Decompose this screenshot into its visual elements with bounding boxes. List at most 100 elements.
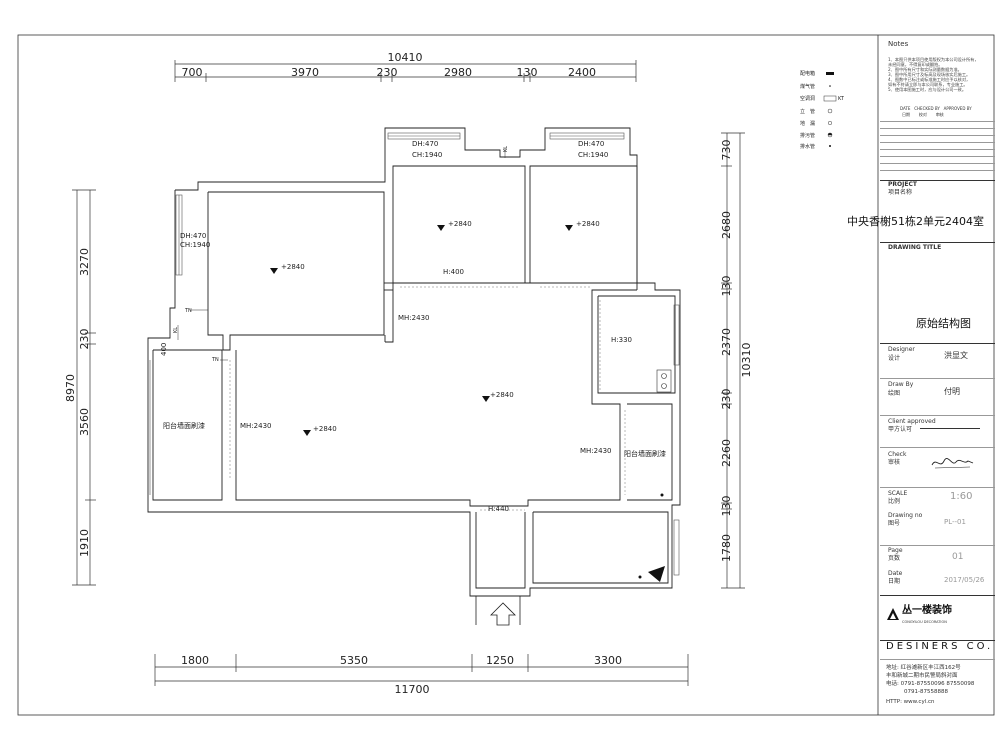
company-logo-text: 丛一楼装饰 (902, 605, 952, 616)
approval-checked-cn: 校对 (918, 112, 927, 117)
address-line-1: 地址: 红谷滩新区丰江西162号 (886, 665, 961, 671)
pipe-tag-kl-1: KL (173, 327, 179, 333)
right-dimensions (721, 132, 745, 589)
door-height-3: MH:2430 (580, 447, 611, 455)
left-dimensions (72, 189, 96, 586)
note-line: 未经同意，不得复印或翻拍。 (888, 62, 943, 67)
date-value: 2017/05/26 (944, 576, 985, 584)
pipe-tags (177, 148, 506, 361)
legend-label: 立 管 (800, 108, 815, 115)
top-dimensions (174, 60, 637, 82)
company-logo-icon (887, 608, 899, 620)
website: HTTP: www.cyl.cn (886, 699, 935, 705)
bottom-dim-1: 1800 (181, 654, 209, 667)
window-top1-ch: CH:1940 (412, 151, 442, 159)
balcony-left-label: 阳台墙面刷漆 (163, 421, 205, 430)
right-dim-3: 130 (720, 276, 733, 297)
window-top2-dh: DH:470 (578, 140, 604, 148)
door-height-2: MH:2430 (240, 422, 271, 430)
riser-pipe-icon (827, 108, 833, 114)
legend-label: 排污管 (800, 132, 815, 139)
right-dim-4: 2370 (720, 328, 733, 356)
legend-label: 配电箱 (800, 70, 815, 77)
note-line: 如有不符请立即与本公司联系，专业施工。 (888, 82, 968, 87)
drawing-no-label-cn: 图号 (888, 520, 901, 527)
left-dim-3: 3560 (78, 408, 91, 436)
left-dim-4: 1910 (78, 529, 91, 557)
right-dim-1: 730 (720, 140, 733, 161)
note-line: 3、图中所用尺寸及标高及现场核实后施工。 (888, 72, 971, 77)
legend-suffix: KT (838, 96, 845, 102)
door-width-400: 400 (160, 343, 168, 356)
check-label-cn: 审核 (888, 459, 901, 466)
approval-header: DATE CHECKED BY APPROVED BY (900, 105, 972, 113)
note-line: 4、图数中已标注或标准施工时应予以核对， (888, 77, 971, 82)
approval-header-cn: 日期 校对 审核 (902, 111, 944, 119)
top-dim-2: 3970 (291, 66, 319, 79)
legend-label: 地 漏 (800, 120, 815, 127)
right-dim-8: 1780 (720, 534, 733, 562)
right-dim-2: 2680 (720, 211, 733, 239)
bottom-total-dim: 11700 (395, 683, 430, 696)
notes-list: 1、本图只供本项目使用版权为本公司设计所有， 未经同意，不得复印或翻拍。 2、图… (888, 57, 998, 92)
scale-value: 1:60 (950, 491, 973, 502)
drawby-label-cn: 绘图 (888, 390, 901, 397)
elevation-living: +2840 (490, 391, 514, 399)
note-line: 2、图中所有尺寸和实际测量数据为准。 (888, 67, 962, 72)
approval-date-cn: 日期 (902, 112, 910, 117)
stove-icon (656, 369, 672, 393)
entry-arrow-icon (475, 596, 521, 626)
notes-title: Notes (888, 40, 909, 48)
window-top1-dh: DH:470 (412, 140, 438, 148)
pipe-tag-kl-2: KL (503, 146, 509, 152)
bottom-dim-4: 3300 (594, 654, 622, 667)
beam-height-330: H:330 (611, 336, 632, 344)
top-total-dim: 10410 (388, 51, 423, 64)
approval-approved-label: APPROVED BY (943, 106, 972, 111)
address-line-2: 丰和新城二期市民警局斜对面 (886, 673, 958, 679)
project-label: PROJECT (888, 181, 917, 188)
page-label-cn: 页数 (888, 555, 901, 562)
gas-pipe-icon (829, 85, 831, 87)
top-dim-5: 130 (517, 66, 538, 79)
legend: 配电箱 煤气管 空调洞 KT 立 管 地 漏 排污管 排水管 (800, 70, 845, 150)
left-dim-2: 230 (78, 329, 91, 350)
balcony-right-label: 阳台墙面刷漆 (624, 449, 666, 458)
client-approved-label-cn: 甲方认可 (888, 426, 913, 433)
doors (229, 286, 626, 511)
drawing-title: 原始结构图 (916, 317, 971, 330)
scale-label: SCALE (888, 490, 908, 497)
project-name: 中央香榭51栋2单元2404室 (847, 215, 984, 228)
pipe-tag-tn-1: TN (184, 308, 192, 314)
drawing-no-value: PL--01 (944, 518, 966, 526)
legend-label: 煤气管 (800, 83, 815, 90)
bottom-dimensions (154, 654, 689, 686)
top-dim-1: 700 (182, 66, 203, 79)
page-border (17, 34, 995, 716)
floor-drain-icon (827, 120, 833, 126)
date-label: Date (888, 570, 903, 577)
beam-height-440: H:440 (488, 505, 509, 513)
title-block: Notes 1、本图只供本项目使用版权为本公司设计所有， 未经同意，不得复印或翻… (847, 35, 998, 715)
elevation-bedroom-1: +2840 (281, 263, 305, 271)
top-dim-3: 230 (377, 66, 398, 79)
check-label: Check (888, 451, 907, 458)
signature-image (931, 458, 974, 469)
designer-label: Designer (888, 346, 915, 353)
designer-label-cn: 设计 (888, 355, 901, 362)
designer-name: 洪显文 (944, 351, 968, 360)
right-dim-6: 2260 (720, 439, 733, 467)
legend-label: 空调洞 (800, 95, 815, 102)
note-line: 1、本图只供本项目使用版权为本公司设计所有， (888, 57, 979, 62)
drawby-name: 付明 (944, 387, 960, 396)
elevation-dining: +2840 (313, 425, 337, 433)
approval-approved-cn: 审核 (935, 112, 944, 117)
elevation-bedroom-2: +2840 (448, 220, 472, 228)
door-height-1: MH:2430 (398, 314, 429, 322)
pipe-tag-tn-2: TN (211, 357, 219, 363)
approval-checked-label: CHECKED BY (914, 106, 940, 111)
floor-drain-icon (638, 575, 642, 579)
window-top2-ch: CH:1940 (578, 151, 608, 159)
company-logo-en: CONGYILOU DECORATION (902, 620, 947, 624)
bottom-dim-2: 5350 (340, 654, 368, 667)
